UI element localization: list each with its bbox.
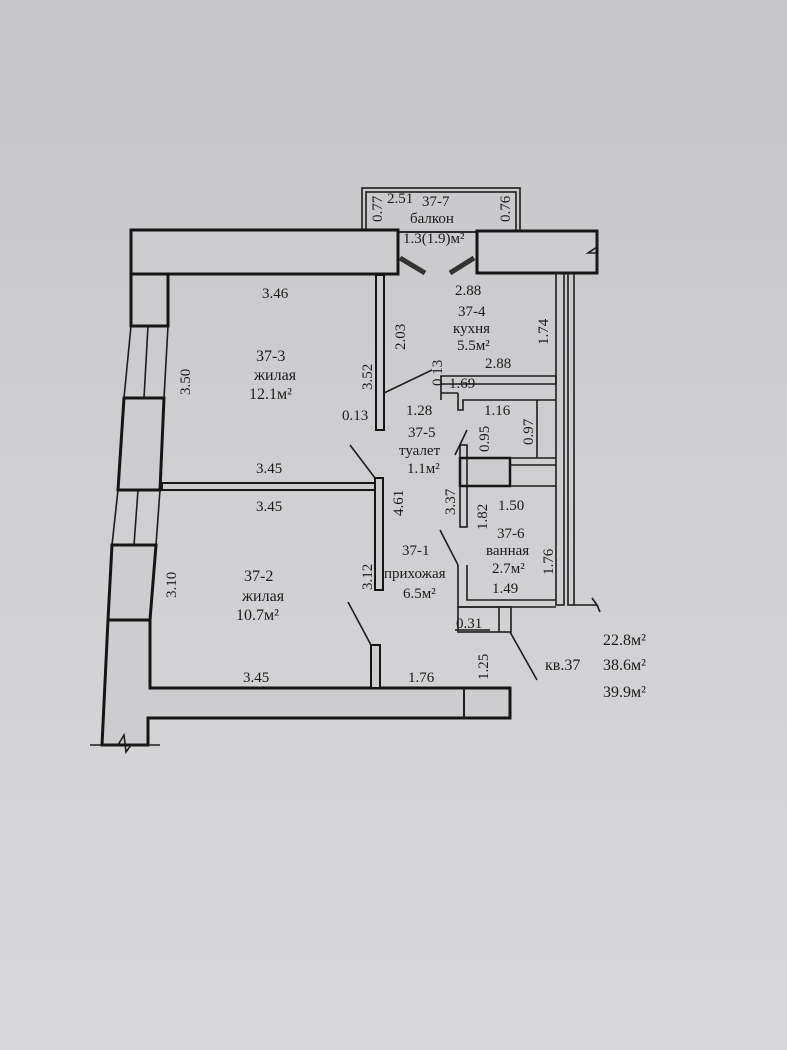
hall-niche bbox=[457, 606, 512, 633]
kitchen-wall: 0.13 bbox=[430, 360, 446, 386]
wc-w2: 1.16 bbox=[484, 403, 511, 419]
bath-top: 1.50 bbox=[498, 498, 524, 514]
room2-right: 3.12 bbox=[360, 564, 376, 590]
hall-h: 1.25 bbox=[476, 654, 492, 680]
kitchen-right: 1.74 bbox=[536, 318, 552, 345]
left-wall-2 bbox=[116, 396, 166, 492]
balcony-door-right bbox=[448, 255, 476, 276]
hall-id: 37-1 bbox=[402, 543, 430, 559]
left-wall-3 bbox=[106, 543, 158, 622]
room3-bottom: 3.45 bbox=[256, 461, 282, 477]
window-1 bbox=[123, 325, 169, 399]
kitchen-bottom: 2.88 bbox=[485, 356, 511, 372]
bath-id: 37-6 bbox=[497, 526, 525, 542]
wc-w1: 1.28 bbox=[406, 403, 432, 419]
kitchen-left-wall bbox=[375, 274, 385, 431]
balcony-width: 2.51 bbox=[387, 191, 413, 207]
kitchen-top: 2.88 bbox=[455, 283, 481, 299]
kitchen-door bbox=[383, 369, 433, 394]
hall-area: 6.5м² bbox=[403, 586, 436, 602]
room3-id: 37-3 bbox=[256, 348, 285, 365]
wc-h2: 0.97 bbox=[521, 418, 537, 445]
room2-door bbox=[347, 601, 372, 646]
room2-door-wall bbox=[370, 644, 381, 689]
hall-bottom: 1.76 bbox=[408, 670, 435, 686]
bath-area: 2.7м² bbox=[492, 561, 525, 577]
room3-area: 12.1м² bbox=[249, 386, 292, 403]
balcony-right: 0.76 bbox=[498, 195, 514, 222]
room3-right: 3.52 bbox=[360, 364, 376, 390]
kitchen-id: 37-4 bbox=[458, 304, 486, 320]
balcony-area: 1.3(1.9)м² bbox=[403, 231, 465, 247]
hall-name: прихожая bbox=[384, 566, 446, 582]
kitchen-area: 5.5м² bbox=[457, 338, 490, 354]
apartment-leader-line bbox=[509, 631, 538, 681]
wc-h1: 0.95 bbox=[477, 426, 493, 452]
room2-top: 3.45 bbox=[256, 499, 282, 515]
bath-door bbox=[439, 529, 459, 566]
balcony-inner-outline bbox=[365, 191, 517, 233]
living-area: 22.8м² bbox=[603, 632, 646, 649]
room3-top: 3.46 bbox=[262, 286, 289, 302]
hall-wall bbox=[374, 477, 384, 591]
left-wall-1 bbox=[129, 272, 170, 328]
balcony-left: 0.77 bbox=[370, 195, 386, 222]
wall-break-symbol-bottom bbox=[90, 732, 160, 755]
kitchen-name: кухня bbox=[453, 321, 490, 337]
kitchen-left: 2.03 bbox=[393, 324, 409, 350]
top-wall-right bbox=[475, 229, 599, 275]
room2-area: 10.7м² bbox=[236, 607, 279, 624]
bath-right: 1.76 bbox=[541, 548, 557, 575]
right-wall-inner bbox=[555, 272, 565, 606]
kitchen-bottom-wall bbox=[440, 375, 557, 385]
room2-left: 3.10 bbox=[164, 572, 180, 598]
right-wall-outer bbox=[567, 272, 575, 606]
wc-top-wall bbox=[440, 384, 556, 411]
bath-left: 1.82 bbox=[475, 504, 491, 530]
bath-bottom: 1.49 bbox=[492, 581, 518, 597]
bottom-wall bbox=[100, 618, 512, 747]
wc-area: 1.1м² bbox=[407, 461, 440, 477]
room3-door bbox=[349, 444, 376, 479]
balcony-id: 37-7 bbox=[422, 194, 450, 210]
rooms-divider-wall bbox=[161, 482, 383, 491]
wall-break-symbol-right bbox=[574, 597, 601, 613]
bath-name: ванная bbox=[486, 543, 529, 559]
room3-name: жилая bbox=[253, 367, 297, 384]
balcony-door-left bbox=[398, 255, 427, 276]
hall-v: 4.61 bbox=[391, 490, 407, 516]
hall-niche-width: 0.31 bbox=[456, 616, 482, 632]
wc-id: 37-5 bbox=[408, 425, 436, 441]
kitchen-step: 1.69 bbox=[449, 376, 475, 392]
room3-left: 3.50 bbox=[178, 369, 194, 395]
room2-id: 37-2 bbox=[244, 568, 273, 585]
hall-v2: 3.37 bbox=[443, 488, 459, 515]
balcony-name: балкон bbox=[410, 211, 454, 227]
room3-wall: 0.13 bbox=[342, 408, 368, 424]
window-2 bbox=[111, 489, 161, 546]
shaft-lines bbox=[510, 457, 556, 487]
total-area-with-balcony: 39.9м² bbox=[603, 684, 646, 701]
apartment-label: кв.37 bbox=[545, 657, 580, 674]
wall-break-symbol bbox=[585, 231, 598, 273]
wc-door bbox=[454, 429, 468, 456]
top-wall-left bbox=[129, 228, 400, 276]
total-area: 38.6м² bbox=[603, 657, 646, 674]
wc-name: туалет bbox=[399, 443, 441, 459]
bath-left-wall bbox=[459, 444, 468, 528]
room2-name: жилая bbox=[241, 588, 285, 605]
room2-bottom: 3.45 bbox=[243, 670, 269, 686]
